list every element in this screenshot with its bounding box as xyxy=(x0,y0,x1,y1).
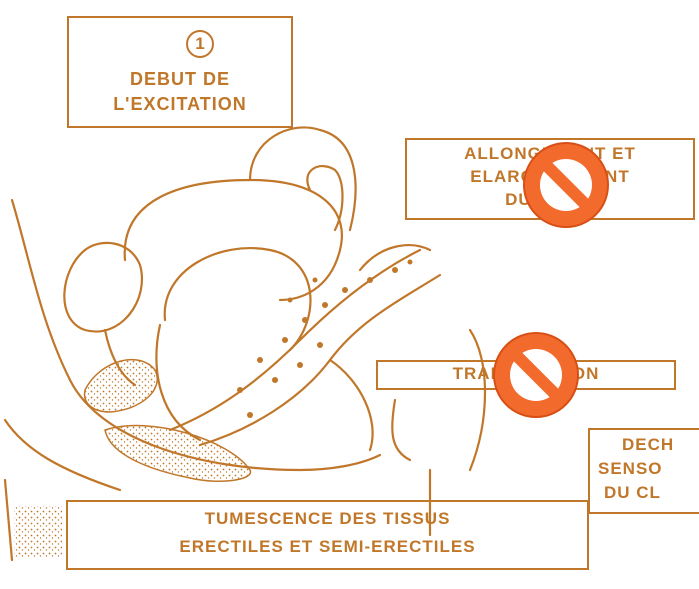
legend-stipple-swatch xyxy=(14,506,62,558)
vagina-label-line3: DU VAGIN xyxy=(405,191,695,210)
tissue-label-line1: TUMESCENCE DES TISSUS xyxy=(66,510,589,529)
vagina-wall-upper xyxy=(170,250,420,430)
clitoris-label-line2: SENSO xyxy=(592,460,699,479)
body-contour-left xyxy=(12,200,380,470)
labia-curve xyxy=(392,400,410,460)
vagina-label-line1: ALLONGEMENT ET xyxy=(405,145,695,164)
vagina-label-line2: ELARGISSEMENT xyxy=(405,168,695,187)
perineum-curve xyxy=(330,360,373,450)
uterus-outer xyxy=(125,180,342,300)
clitoris-label-line1: DECH xyxy=(592,436,699,455)
tissue-label-line2: ERECTILES ET SEMI-ERECTILES xyxy=(66,538,589,557)
transudation-droplets xyxy=(237,260,413,419)
buttock-contour xyxy=(5,420,120,490)
cervix xyxy=(360,245,430,270)
left-edge-line xyxy=(5,480,12,560)
right-contour xyxy=(470,330,485,470)
rectum-lower xyxy=(156,325,200,440)
stage-title-line1: DEBUT DE xyxy=(67,70,293,90)
bladder xyxy=(64,243,142,332)
transudation-label: TRANSUDATION xyxy=(376,365,676,384)
clitoris-label-line3: DU CL xyxy=(592,484,699,503)
uterus-inner xyxy=(307,166,342,230)
stage-number: 1 xyxy=(186,30,214,58)
stage-title-line2: L'EXCITATION xyxy=(67,95,293,115)
clitoral-bulb-tissue xyxy=(85,360,158,412)
